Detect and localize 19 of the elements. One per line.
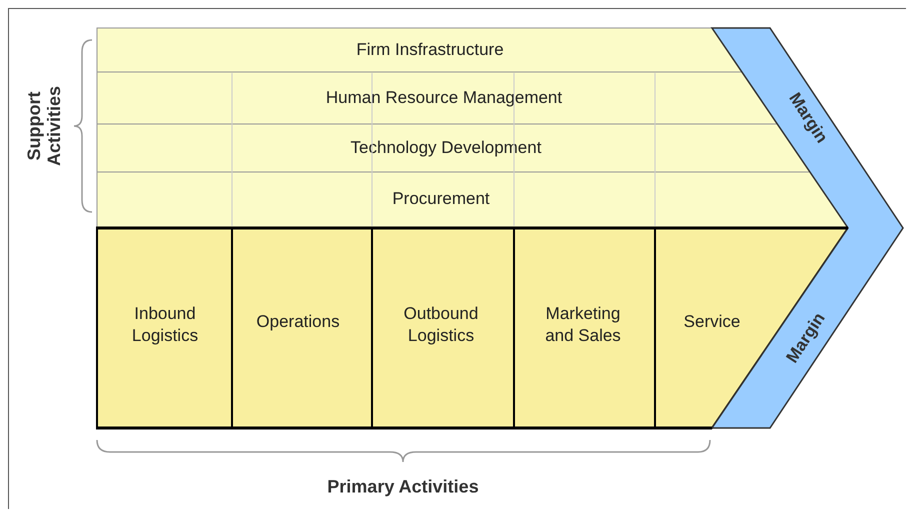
activity-column xyxy=(655,228,848,428)
activity-label: Procurement xyxy=(392,188,490,210)
activity-column xyxy=(372,228,514,428)
activity-band xyxy=(97,72,778,124)
activity-band xyxy=(97,28,742,72)
activity-band xyxy=(97,172,848,228)
group-label: Support Activities xyxy=(24,86,64,166)
activity-column xyxy=(97,228,232,428)
activity-label: Firm Insfrastructure xyxy=(356,39,504,61)
activity-label: Operations xyxy=(255,311,341,333)
activity-label: Outbound Logistics xyxy=(402,303,480,347)
group-label: Primary Activities xyxy=(327,476,479,498)
activity-label: Inbound Logistics xyxy=(130,303,200,347)
activity-label: Marketing and Sales xyxy=(544,303,622,347)
activity-label: Technology Development xyxy=(350,137,542,159)
activity-column xyxy=(514,228,655,428)
activity-label: Service xyxy=(682,311,742,333)
activity-column xyxy=(232,228,372,428)
activity-label: Human Resource Management xyxy=(326,87,562,109)
